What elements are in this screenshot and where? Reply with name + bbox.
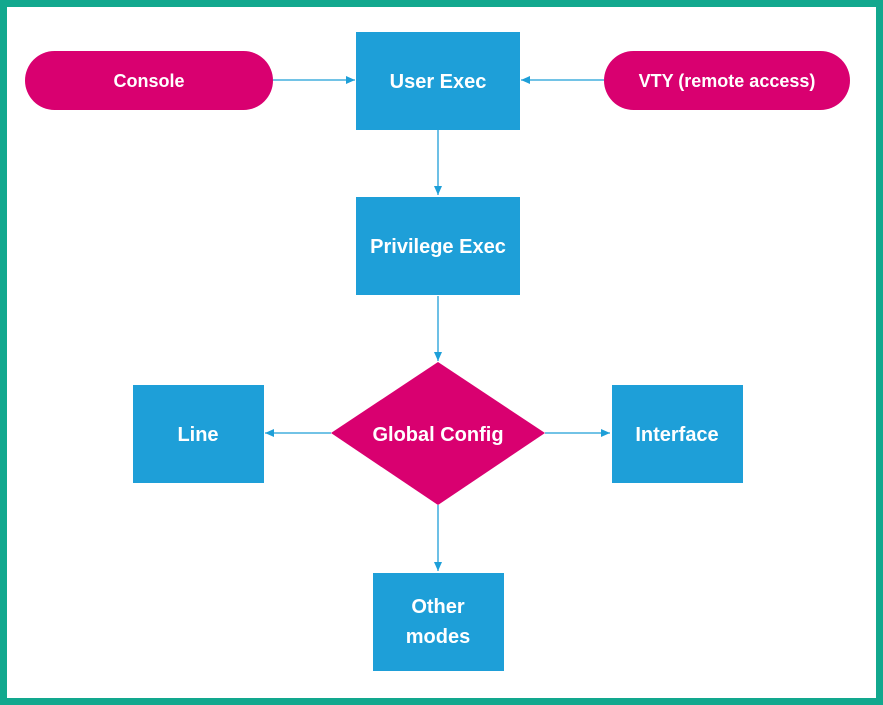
vty-pill-shape: [604, 51, 850, 110]
line-label: Line: [177, 424, 218, 446]
interface-node: Interface: [612, 385, 743, 483]
vty-node: VTY (remote access): [604, 51, 850, 110]
interface-label: Interface: [635, 424, 718, 446]
interface-box: [612, 385, 743, 483]
privilege-exec-box: [356, 197, 520, 295]
privilege-exec-node: Privilege Exec: [356, 197, 520, 295]
other-modes-box: [373, 573, 504, 671]
console-pill-shape: [25, 51, 273, 110]
user-exec-label: User Exec: [390, 71, 487, 93]
console-label: Console: [113, 71, 184, 91]
global-config-label: Global Config: [372, 424, 503, 446]
other-modes-label-line2: modes: [406, 626, 470, 648]
user-exec-node: User Exec: [356, 32, 520, 130]
privilege-exec-label: Privilege Exec: [370, 236, 506, 258]
console-node: Console: [25, 51, 273, 110]
user-exec-box: [356, 32, 520, 130]
other-modes-label-line1: Other: [411, 596, 465, 618]
vty-label: VTY (remote access): [639, 71, 816, 91]
global-config-node: Global Config: [331, 362, 545, 505]
line-box: [133, 385, 264, 483]
line-node: Line: [133, 385, 264, 483]
other-modes-node: Other modes: [373, 573, 504, 671]
global-config-diamond: [331, 362, 545, 505]
